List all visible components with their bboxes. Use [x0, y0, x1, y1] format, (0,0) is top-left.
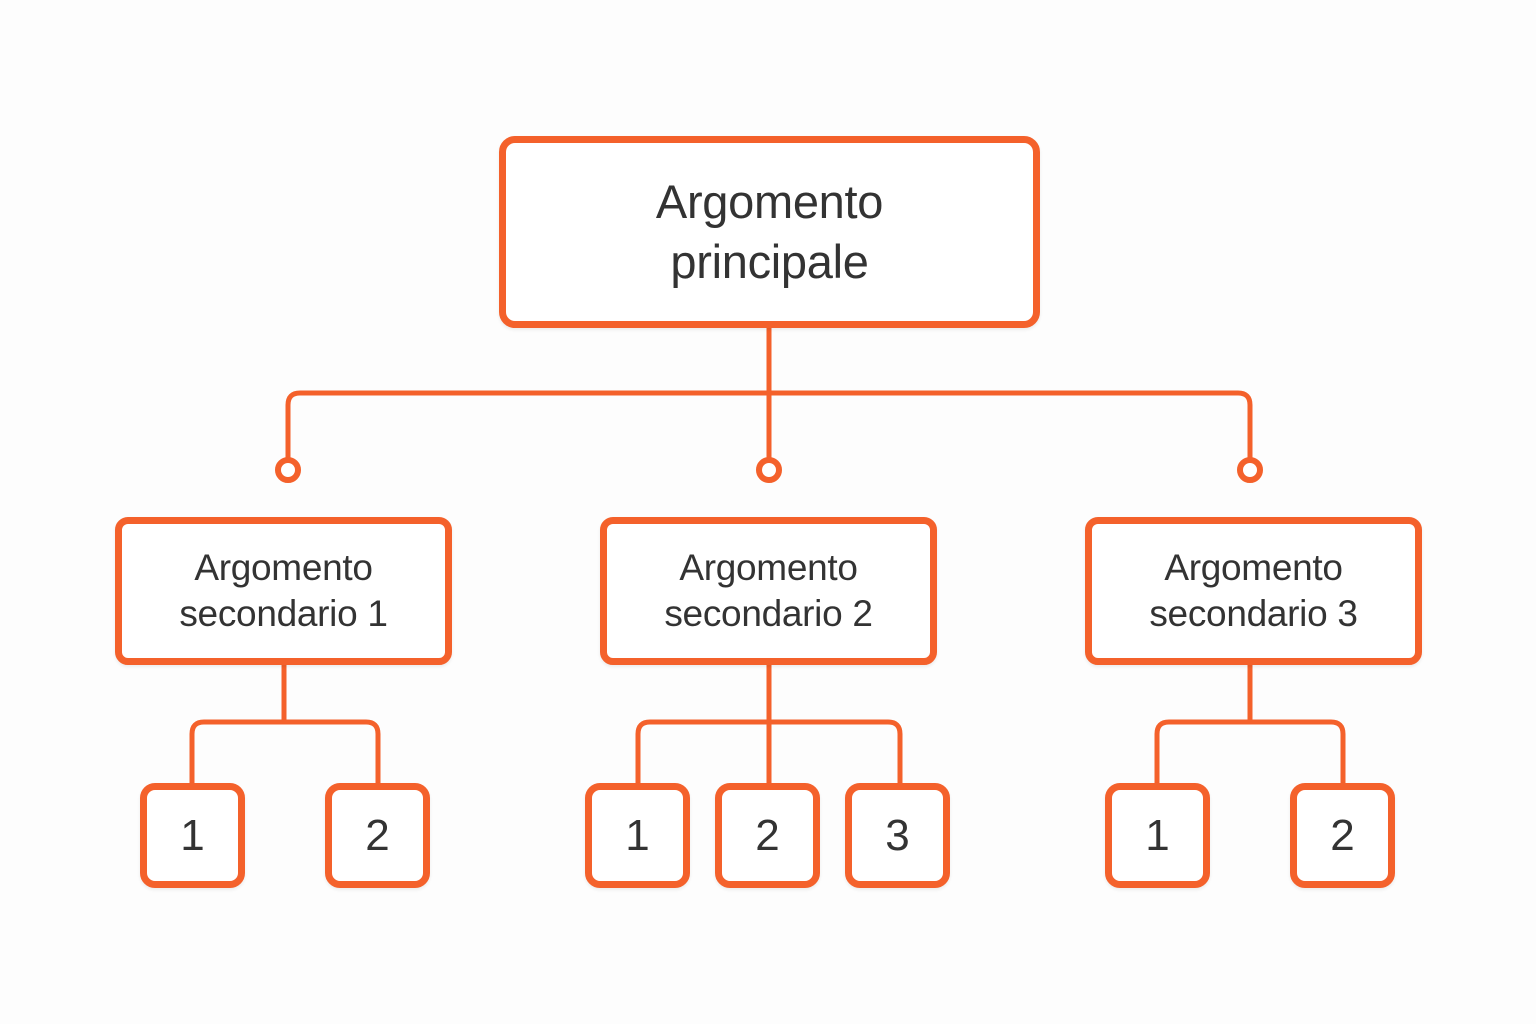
- node-leaf-3-1-label: 1: [1145, 810, 1170, 860]
- node-leaf-3-2-label: 2: [1330, 810, 1355, 860]
- node-branch-1[interactable]: Argomento secondario 1: [115, 517, 452, 665]
- node-branch-1-label: Argomento secondario 1: [179, 546, 388, 634]
- connector-branch-2-bus: [635, 719, 903, 786]
- node-leaf-2-2[interactable]: 2: [715, 783, 820, 888]
- node-leaf-2-1[interactable]: 1: [585, 783, 690, 888]
- node-root-label: Argomento principale: [655, 174, 884, 288]
- node-branch-3[interactable]: Argomento secondario 3: [1085, 517, 1422, 665]
- node-leaf-2-3-label: 3: [885, 810, 910, 860]
- node-branch-2-label: Argomento secondario 2: [664, 546, 873, 634]
- connector-main-bus: [285, 390, 1253, 460]
- node-branch-2[interactable]: Argomento secondario 2: [600, 517, 937, 665]
- node-branch-3-label: Argomento secondario 3: [1149, 546, 1358, 634]
- node-leaf-3-1[interactable]: 1: [1105, 783, 1210, 888]
- node-leaf-2-1-label: 1: [625, 810, 650, 860]
- node-root[interactable]: Argomento principale: [499, 136, 1040, 328]
- node-leaf-1-2-label: 2: [365, 810, 390, 860]
- node-leaf-1-1-label: 1: [180, 810, 205, 860]
- node-leaf-2-3[interactable]: 3: [845, 783, 950, 888]
- connector-dot-branch-2: [756, 457, 782, 483]
- node-leaf-2-2-label: 2: [755, 810, 780, 860]
- connector-dot-branch-3: [1237, 457, 1263, 483]
- connector-branch-1-bus: [189, 719, 381, 786]
- connector-dot-branch-1: [275, 457, 301, 483]
- node-leaf-3-2[interactable]: 2: [1290, 783, 1395, 888]
- connector-branch-3-bus: [1154, 719, 1346, 786]
- node-leaf-1-1[interactable]: 1: [140, 783, 245, 888]
- node-leaf-1-2[interactable]: 2: [325, 783, 430, 888]
